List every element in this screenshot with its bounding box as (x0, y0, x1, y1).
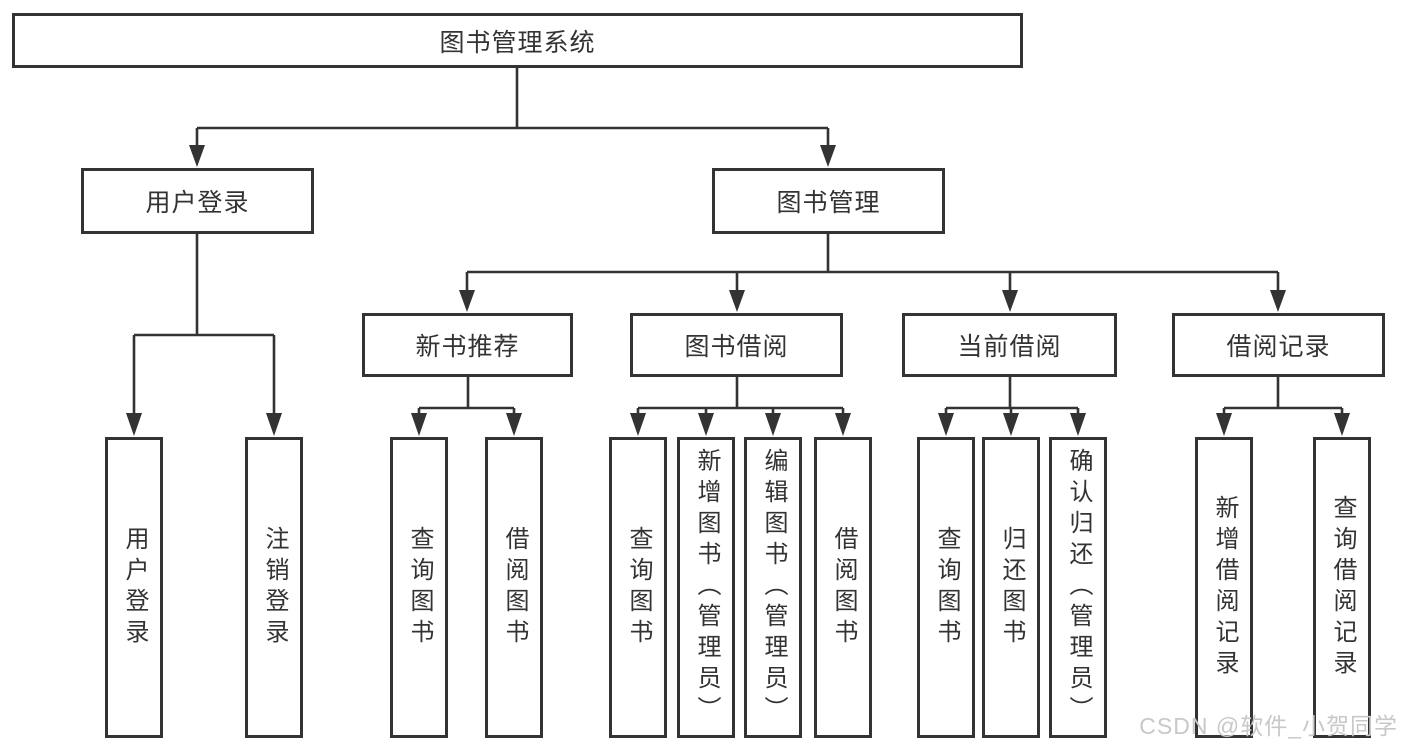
leaf-query-borrow-record: 查询借阅记录 (1313, 437, 1371, 738)
leaf-borrow-book-recommend-label: 借阅图书 (501, 525, 528, 650)
leaf-query-book-recommend-label: 查询图书 (406, 525, 433, 650)
connector-lines (132, 68, 1344, 414)
leaf-add-book-admin-label: 新增图书（管理员） (693, 448, 720, 727)
leaf-query-book-current-label: 查询图书 (933, 525, 960, 650)
node-root: 图书管理系统 (12, 13, 1023, 68)
leaf-add-borrow-record-label: 新增借阅记录 (1211, 494, 1238, 681)
arrowhead-icons (126, 145, 1350, 436)
leaf-user-login-label: 用户登录 (121, 525, 148, 650)
node-user-login-label: 用户登录 (145, 189, 250, 217)
leaf-borrow-book: 借阅图书 (814, 437, 872, 738)
leaf-borrow-book-label: 借阅图书 (830, 525, 857, 650)
node-book-borrow: 图书借阅 (630, 313, 843, 377)
node-user-login: 用户登录 (81, 168, 314, 234)
node-new-book-recommend: 新书推荐 (362, 313, 573, 377)
node-root-label: 图书管理系统 (439, 28, 596, 57)
node-book-borrow-label: 图书借阅 (684, 333, 789, 361)
node-borrow-records-label: 借阅记录 (1226, 333, 1331, 361)
node-new-book-recommend-label: 新书推荐 (415, 333, 520, 361)
leaf-return-book: 归还图书 (982, 437, 1040, 738)
leaf-query-borrow-record-label: 查询借阅记录 (1329, 494, 1356, 681)
node-current-borrow-label: 当前借阅 (957, 333, 1062, 361)
leaf-borrow-book-recommend: 借阅图书 (485, 437, 543, 738)
node-borrow-records: 借阅记录 (1172, 313, 1385, 377)
leaf-query-book-borrow-label: 查询图书 (625, 525, 652, 650)
leaf-return-book-label: 归还图书 (998, 525, 1025, 650)
leaf-logout: 注销登录 (245, 437, 303, 738)
leaf-edit-book-admin-label: 编辑图书（管理员） (760, 448, 787, 727)
leaf-user-login: 用户登录 (105, 437, 163, 738)
leaf-confirm-return-admin: 确认归还（管理员） (1049, 437, 1107, 738)
leaf-add-book-admin: 新增图书（管理员） (677, 437, 735, 738)
leaf-query-book-current: 查询图书 (917, 437, 975, 738)
leaf-edit-book-admin: 编辑图书（管理员） (744, 437, 802, 738)
leaf-confirm-return-admin-label: 确认归还（管理员） (1065, 448, 1092, 727)
leaf-query-book-recommend: 查询图书 (390, 437, 448, 738)
node-book-management-label: 图书管理 (776, 189, 881, 217)
node-current-borrow: 当前借阅 (902, 313, 1117, 377)
leaf-logout-label: 注销登录 (261, 525, 288, 650)
leaf-add-borrow-record: 新增借阅记录 (1195, 437, 1253, 738)
csdn-watermark: CSDN @软件_小贺同学 (1139, 713, 1398, 739)
leaf-query-book-borrow: 查询图书 (609, 437, 667, 738)
node-book-management: 图书管理 (712, 168, 945, 234)
